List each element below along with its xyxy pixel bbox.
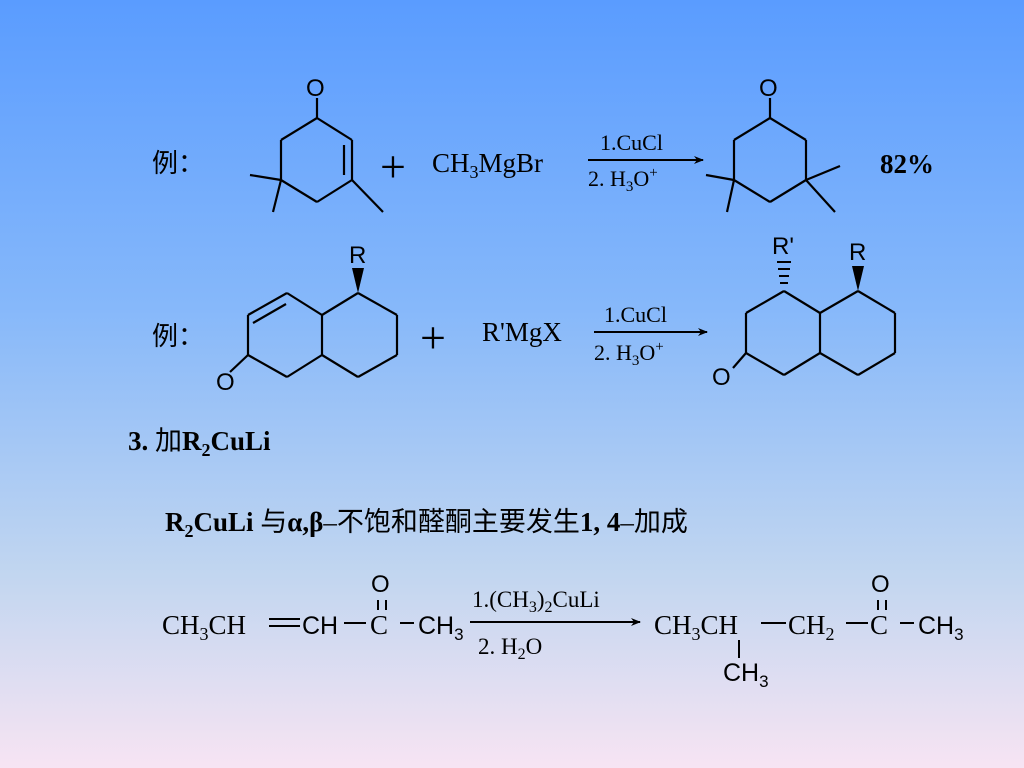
plus-sign-1: + xyxy=(380,141,406,192)
r-prime-group-product2: R' xyxy=(772,233,794,260)
carbonyl-oxygen-product1: O xyxy=(759,75,778,102)
statement-text: R2CuLi 与α,β–不饱和醛酮主要发生1, 4–加成 xyxy=(165,507,688,541)
svg-text:CH3CH: CH3CH xyxy=(654,610,738,644)
svg-text:C: C xyxy=(870,610,888,640)
conditions-2-line1: 1.CuCl xyxy=(604,302,667,327)
conditions-3-line2: 2. H2O xyxy=(478,634,542,663)
decalone-product-structure xyxy=(732,290,897,376)
carbonyl-oxygen-reactant2: O xyxy=(216,369,235,396)
r-group-product2: R xyxy=(849,239,866,266)
svg-text:CH3CH: CH3CH xyxy=(162,610,246,644)
carbonyl-oxygen-product2: O xyxy=(712,364,731,391)
example2-label: 例： xyxy=(152,322,204,351)
conditions-1-line2: 2. H3O+ xyxy=(588,165,658,195)
isophorone-structure xyxy=(249,98,384,213)
yield-82: 82% xyxy=(880,149,934,179)
section3-heading: 3. 加R2CuLi xyxy=(128,426,271,460)
svg-text:CH2: CH2 xyxy=(788,610,835,644)
octalone-structure xyxy=(229,292,399,378)
svg-text:C: C xyxy=(370,610,388,640)
methylpentanone-product: CH3CH CH2 C O CH3 CH3 xyxy=(654,571,964,691)
svg-text:O: O xyxy=(871,571,890,598)
example1-label: 例： xyxy=(152,149,204,178)
svg-text:CH: CH xyxy=(302,612,338,640)
svg-text:O: O xyxy=(371,571,390,598)
conditions-2-line2: 2. H3O+ xyxy=(594,339,664,369)
reagent-1: CH3MgBr xyxy=(432,148,543,182)
svg-text:CH3: CH3 xyxy=(418,612,464,644)
conditions-3-line1: 1.(CH3)2CuLi xyxy=(472,587,600,616)
conditions-1-line1: 1.CuCl xyxy=(600,130,663,155)
wedge-bond-product2 xyxy=(852,266,864,291)
trimethylcyclohexanone-structure xyxy=(705,98,841,213)
reagent-2: R'MgX xyxy=(482,317,562,347)
crotonyl-acetone-reactant: CH3CH CH C O CH3 xyxy=(162,571,464,644)
svg-text:CH3: CH3 xyxy=(918,612,964,644)
plus-sign-2: + xyxy=(420,312,446,363)
hashed-bond-product2 xyxy=(777,261,791,284)
svg-text:CH3: CH3 xyxy=(723,659,769,691)
wedge-bond-reactant2 xyxy=(352,268,364,293)
r-group-reactant2: R xyxy=(349,242,366,269)
carbonyl-oxygen-reactant1: O xyxy=(306,75,325,102)
